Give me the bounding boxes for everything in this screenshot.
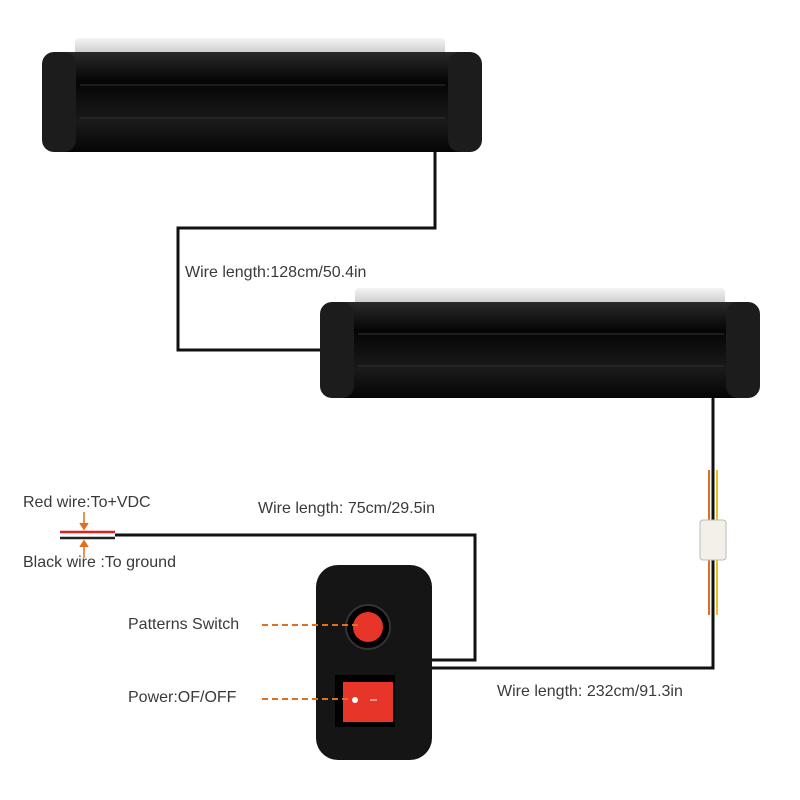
- power-label: Power:OF/OFF: [128, 689, 237, 706]
- wire-length-label-2: Wire length: 75cm/29.5in: [258, 500, 435, 517]
- power-rocker-switch: [343, 682, 393, 722]
- wire-connector: [699, 470, 727, 615]
- wire-bar1-to-bar2: [176, 150, 437, 352]
- arrow-icon: [79, 539, 89, 558]
- patterns-switch-button: [353, 612, 383, 642]
- power-leads: [60, 512, 115, 558]
- switch-panel: [316, 565, 432, 760]
- red-wire-label: Red wire:To+VDC: [23, 494, 151, 511]
- wires: [115, 150, 715, 670]
- black-wire-label: Black wire :To ground: [23, 554, 176, 571]
- arrow-icon: [79, 512, 89, 531]
- patterns-switch-label: Patterns Switch: [128, 616, 240, 633]
- wire-switch-to-power: [115, 533, 477, 662]
- light-bar-1: [42, 38, 482, 152]
- wire-length-label-1: Wire length:128cm/50.4in: [185, 264, 367, 281]
- wire-length-label-3: Wire length: 232cm/91.3in: [497, 683, 683, 700]
- light-bar-2: [320, 288, 760, 398]
